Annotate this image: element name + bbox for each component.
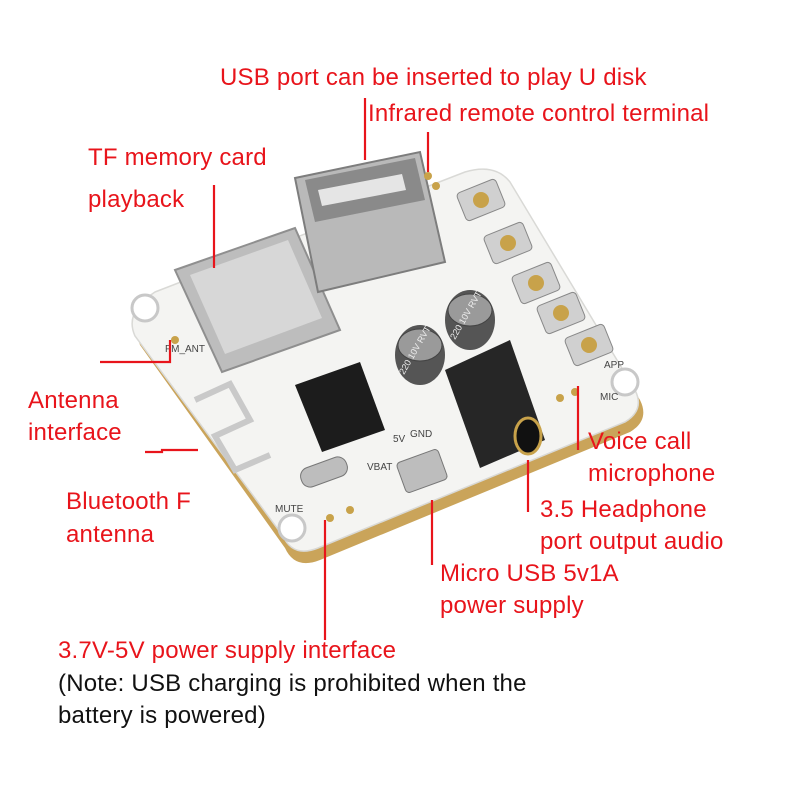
- note-line2: battery is powered): [58, 702, 266, 729]
- silkscreen-5v: 5V: [393, 434, 406, 445]
- label-power-interface: 3.7V-5V power supply interface: [58, 637, 397, 664]
- silkscreen-mute: MUTE: [275, 504, 304, 515]
- mounting-hole: [610, 367, 640, 397]
- mounting-hole: [277, 513, 307, 543]
- note-line1: (Note: USB charging is prohibited when t…: [58, 670, 527, 697]
- label-micro-usb-line1: Micro USB 5v1A: [440, 560, 619, 587]
- label-voice-mic-line1: Voice call: [588, 428, 692, 455]
- capacitors: 220 10V RVT 220 10V RVT: [395, 289, 495, 385]
- silkscreen-mic: MIC: [600, 392, 618, 403]
- label-micro-usb-line2: power supply: [440, 592, 584, 619]
- label-antenna-interface-line1: Antenna: [28, 387, 119, 414]
- mounting-hole: [130, 293, 160, 323]
- crystal-oscillator: [300, 456, 348, 488]
- label-tf-card-line1: TF memory card: [88, 144, 267, 171]
- silkscreen-gnd: GND: [410, 429, 432, 440]
- label-headphone-line1: 3.5 Headphone: [540, 496, 707, 523]
- label-bt-antenna-line1: Bluetooth F: [66, 488, 191, 515]
- annotation-leaders: [100, 98, 580, 640]
- label-bt-antenna-line2: antenna: [66, 521, 155, 548]
- silkscreen-app: APP: [604, 360, 624, 371]
- push-buttons: [456, 178, 614, 367]
- label-antenna-interface-line2: interface: [28, 419, 122, 446]
- label-ir-terminal: Infrared remote control terminal: [368, 100, 710, 127]
- main-ic-chip: [295, 362, 385, 452]
- label-tf-card-line2: playback: [88, 186, 185, 213]
- silkscreen-vbat: VBAT: [367, 462, 392, 473]
- usb-a-port-tongue: [318, 174, 406, 206]
- label-voice-mic-line2: microphone: [588, 460, 716, 487]
- headphone-jack-opening: [513, 416, 543, 456]
- silkscreen-fm-ant: FM_ANT: [165, 344, 205, 355]
- bluetooth-antenna-trace: [193, 380, 272, 474]
- tf-card-slot-inner: [190, 240, 322, 354]
- label-headphone-line2: port output audio: [540, 528, 724, 555]
- micro-usb-port: [396, 449, 448, 493]
- label-usb-port: USB port can be inserted to play U disk: [220, 64, 647, 91]
